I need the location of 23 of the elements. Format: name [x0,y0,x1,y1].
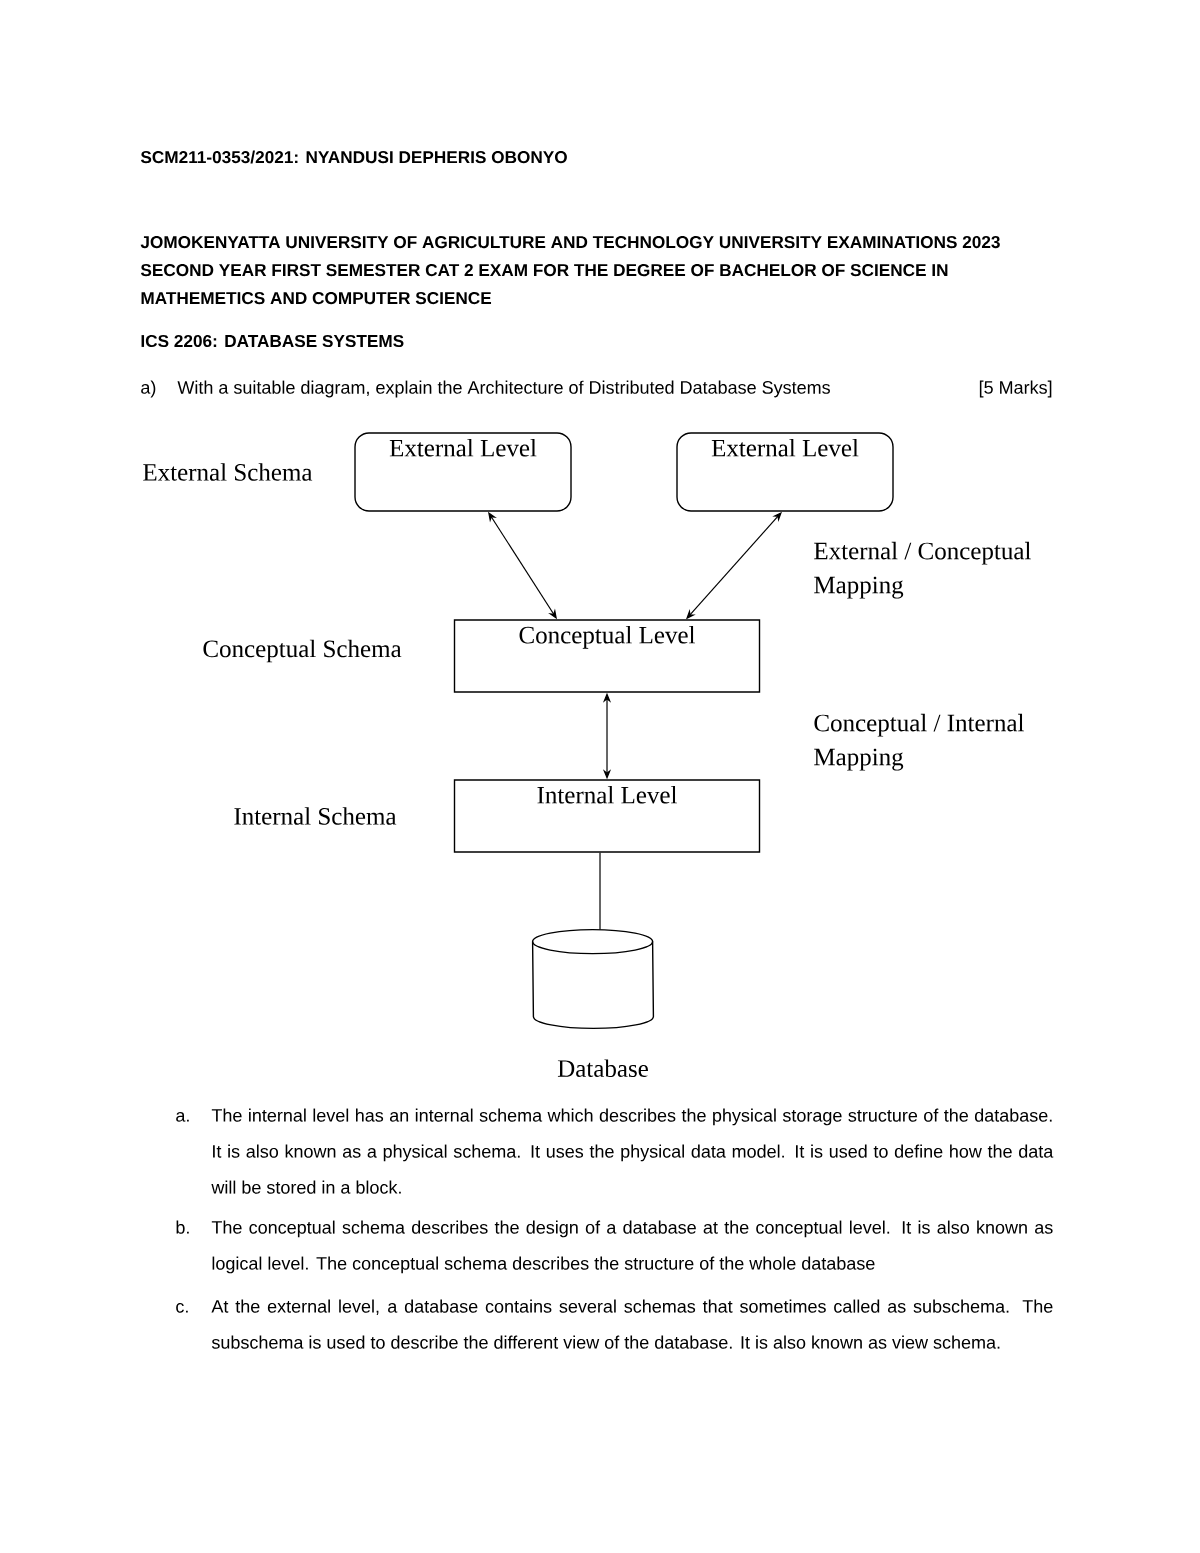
mapping-label: Conceptual / Internal Mapping [814,713,1024,771]
level-box: Conceptual Level [453,619,761,693]
header-text: SCM211-0353/2021: NYANDUSI DEPHERIS OBONYO [140,150,567,164]
list-marker: a. [176,1111,189,1122]
schema-label: Internal Schema [234,807,397,825]
database-cylinder [531,928,655,1030]
marks-text: [5 Marks] [979,380,1052,398]
list-item-text: The internal level has an internal schema which describes the physical storage structure of the database. It is also known as a physical schema. It uses the physical data model. It is used to define how the data will be stored in a block. [211,1108,1054,1194]
node-label: Database [557,1059,648,1077]
question-marker: a) [141,380,156,398]
mapping-label: External / Conceptual Mapping [814,541,1031,599]
level-box: Internal Level [453,779,761,853]
list-item-text: The conceptual schema describes the design of a database at the conceptual level. It is also known as logical level. The conceptual schema describes the structure of the whole database [211,1220,1053,1274]
list-marker: c. [176,1302,188,1313]
header-text: JOMOKENYATTA UNIVERSITY OF AGRICULTURE AND TECHNOLOGY UNIVERSITY EXAMINATIONS 2023 SECOND YEAR FIRST SEMESTER CAT 2 EXAM FOR THE DEGREE OF BACHELOR OF SCIENCE IN MATHEMETICS AND COMPUTER SCIENCE [140,236,1000,305]
schema-label: External Schema [143,463,313,481]
level-box: External Level [354,432,572,512]
header-text: ICS 2206: DATABASE SYSTEMS [141,334,404,348]
question-text: With a suitable diagram, explain the Architecture of Distributed Database Systems [177,380,830,398]
list-marker: b. [176,1220,189,1234]
schema-label: Conceptual Schema [203,639,402,663]
list-item-text: At the external level, a database contains several schemas that sometimes called as subschema. The subschema is used to describe the different view of the database. It is also known as view schema. [211,1299,1053,1349]
level-box: External Level [676,432,894,512]
